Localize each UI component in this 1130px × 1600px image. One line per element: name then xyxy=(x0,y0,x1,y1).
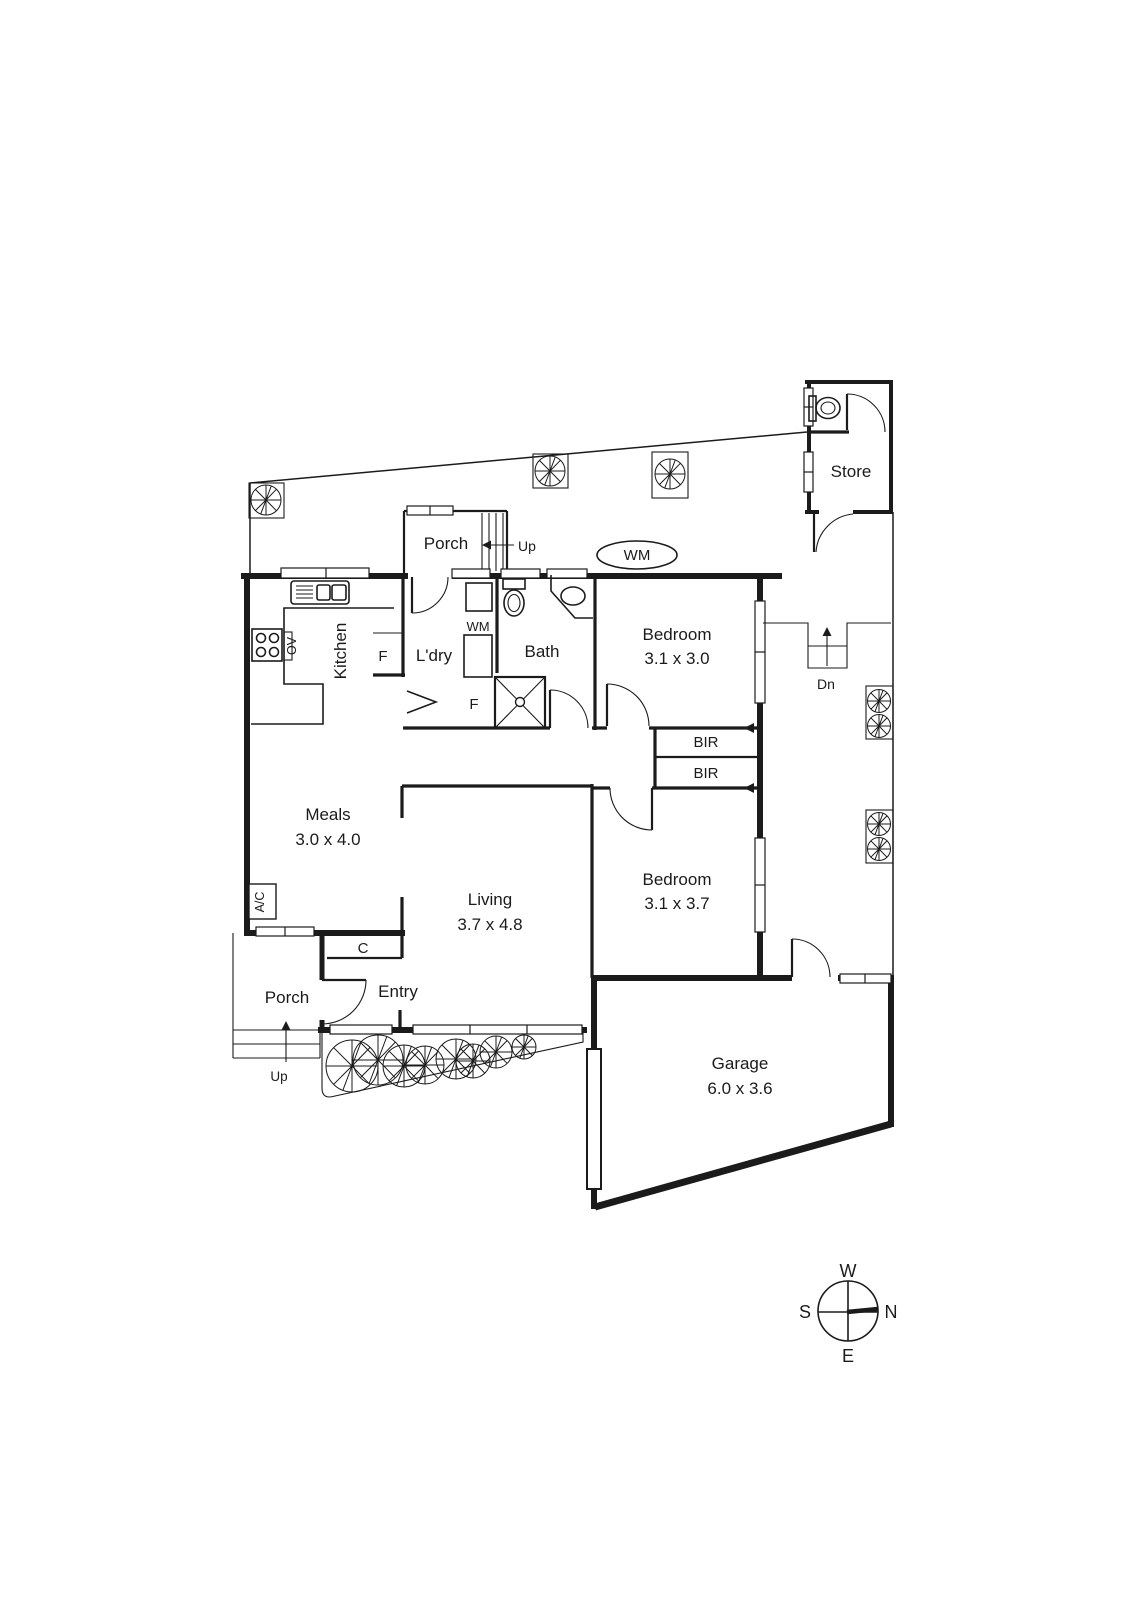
compass-icon: W S N E xyxy=(799,1261,898,1366)
steps xyxy=(481,513,504,571)
shrub-icon xyxy=(866,688,892,714)
planter-box xyxy=(248,482,285,519)
shrub-icon xyxy=(479,1035,513,1069)
steps xyxy=(232,933,321,1059)
living-label: Living xyxy=(468,890,512,909)
tree-icon xyxy=(654,458,686,490)
shrub-icon xyxy=(455,1043,491,1079)
living-dim: 3.7 x 4.8 xyxy=(457,915,522,934)
store-window xyxy=(803,451,814,493)
porch-bottom-label: Porch xyxy=(265,988,309,1007)
compass-s: S xyxy=(799,1302,811,1322)
bedroom1-dim: 3.1 x 3.0 xyxy=(644,649,709,668)
up-arrow-icon xyxy=(482,540,514,550)
shrub-icon xyxy=(511,1034,537,1060)
shower xyxy=(493,675,547,730)
garden-bed xyxy=(321,1032,584,1098)
bath-fixtures xyxy=(493,575,593,730)
bedroom1-door xyxy=(605,683,650,727)
store-door xyxy=(812,513,854,553)
side-path-stairs: Dn xyxy=(763,622,891,692)
garage-roller-door xyxy=(586,1048,602,1190)
air-conditioner-box xyxy=(248,883,277,920)
shrub-icon xyxy=(866,836,892,862)
garage-side-door xyxy=(790,938,831,978)
entry-label: Entry xyxy=(378,982,418,1001)
wc-door xyxy=(845,393,886,433)
dn-label: Dn xyxy=(817,676,835,692)
planter-box xyxy=(651,451,689,499)
meals-dim: 3.0 x 4.0 xyxy=(295,830,360,849)
meals-label: Meals xyxy=(305,805,350,824)
kitchen-bench xyxy=(251,607,394,725)
bath-label: Bath xyxy=(525,642,560,661)
fridge-laundry-label: F xyxy=(469,696,478,713)
bedroom2-label: Bedroom xyxy=(643,870,712,889)
laundry-fixtures xyxy=(406,582,493,714)
oven-label: OV xyxy=(285,636,299,655)
up-label: Up xyxy=(270,1069,287,1084)
planter-box xyxy=(865,685,894,740)
tree-icon xyxy=(250,484,282,516)
robe-slider-arrow-icon xyxy=(744,723,754,733)
site-boundary xyxy=(249,431,894,978)
water-meter-oval xyxy=(596,540,678,570)
shrub-icon xyxy=(866,811,892,837)
porch-top-structure: Up xyxy=(402,505,536,573)
ac-label: A/C xyxy=(253,892,267,913)
kitchen-fixtures xyxy=(251,580,394,725)
porch-window xyxy=(406,505,454,516)
landscaping xyxy=(248,451,894,1098)
sink xyxy=(290,580,350,605)
compass-n: N xyxy=(885,1302,898,1322)
bir1-label: BIR xyxy=(693,734,718,751)
laundry-door xyxy=(410,576,449,614)
garage-label: Garage xyxy=(712,1054,769,1073)
up-arrow-icon xyxy=(281,1021,291,1062)
closet-label: C xyxy=(358,940,369,957)
doors xyxy=(321,576,831,1190)
room-labels: Porch Kitchen OV F WM L'dry F Bath Bedro… xyxy=(265,534,773,1098)
garage-dim: 6.0 x 3.6 xyxy=(707,1079,772,1098)
up-label: Up xyxy=(518,538,536,554)
laundry-label: L'dry xyxy=(416,646,453,665)
porch-bottom-structure: Up xyxy=(232,933,321,1084)
windows xyxy=(255,567,892,1035)
wm-label: WM xyxy=(466,619,489,634)
down-arrow-icon xyxy=(822,627,832,666)
planter-box xyxy=(532,453,569,489)
oven-box xyxy=(283,631,293,661)
compass-w: W xyxy=(840,1261,857,1281)
north-needle xyxy=(846,1306,879,1315)
porch-top-label: Porch xyxy=(424,534,468,553)
fridge-label: F xyxy=(378,648,387,665)
bath-door xyxy=(548,689,589,729)
cooktop xyxy=(251,628,283,662)
store-label: Store xyxy=(831,462,872,481)
bedroom2-dim: 3.1 x 3.7 xyxy=(644,894,709,913)
entry-door xyxy=(321,978,367,1025)
interior-walls xyxy=(327,573,760,1028)
bedroom2-door xyxy=(609,787,654,831)
washing-machine-box xyxy=(465,582,493,612)
toilet xyxy=(502,578,526,617)
shrub-icon xyxy=(866,713,892,739)
tree-icon xyxy=(534,455,566,487)
bir2-label: BIR xyxy=(693,765,718,782)
shrub-icon xyxy=(351,1033,405,1087)
compass-e: E xyxy=(842,1346,854,1366)
basin xyxy=(550,575,593,619)
laundry-trough xyxy=(463,634,493,678)
services: A/C WM xyxy=(248,540,678,920)
water-meter-label: WM xyxy=(624,547,651,564)
kitchen-label: Kitchen xyxy=(331,623,350,680)
toilet xyxy=(808,395,841,422)
bedroom1-label: Bedroom xyxy=(643,625,712,644)
store-building: Store xyxy=(803,380,893,553)
planter-box xyxy=(865,809,894,864)
robe-slider-arrow-icon xyxy=(744,783,754,793)
shrub-icon xyxy=(405,1045,445,1085)
chevron-right-icon xyxy=(406,690,439,714)
